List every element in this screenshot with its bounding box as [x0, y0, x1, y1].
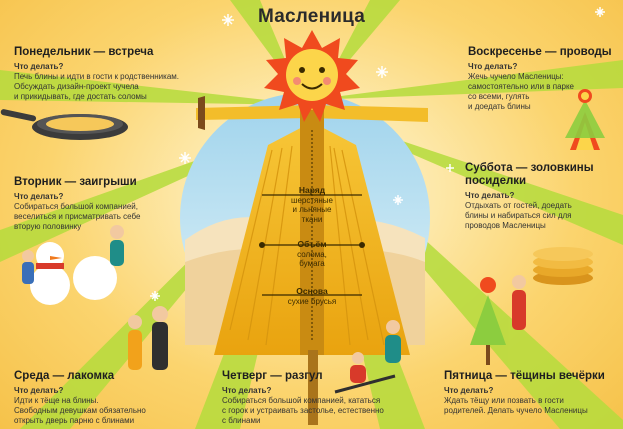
snowball-icon — [73, 256, 117, 300]
base-text: сухие брусья — [287, 296, 337, 306]
saturday-question: Что делать? — [465, 191, 515, 200]
friday-heading: Пятница — тёщины вечёрки — [444, 370, 605, 382]
monday-text: Печь блины и идти в гости к родственника… — [14, 72, 179, 101]
saturday-heading: Суббота — золовкины посиделки — [465, 162, 594, 187]
monday-question: Что делать? — [14, 62, 64, 71]
sunday-heading: Воскресенье — проводы — [468, 46, 612, 58]
sunday-text: Жечь чучело Масленицы: самостоятельно ил… — [468, 72, 575, 111]
wednesday-heading: Среда — лакомка — [14, 370, 115, 382]
friday-question: Что делать? — [444, 386, 494, 395]
sunday-block: Воскресенье — проводы Что делать? Жечь ч… — [468, 46, 618, 112]
snowman-icon — [30, 242, 70, 305]
person-tuesday-icon — [22, 225, 124, 284]
wednesday-block: Среда — лакомка Что делать? Идти к тёще … — [14, 370, 189, 426]
small-effigy-icon — [470, 275, 526, 365]
volume-text: солома, бумага — [297, 249, 327, 269]
couple-icon — [128, 306, 168, 370]
base-title: Основа — [296, 286, 328, 296]
outfit-text: шерстяные и льняные ткани — [291, 195, 333, 224]
thursday-question: Что делать? — [222, 386, 272, 395]
sled-icon — [334, 320, 401, 394]
friday-block: Пятница — тёщины вечёрки Что делать? Жда… — [444, 370, 620, 416]
page-title: Масленица — [257, 6, 365, 27]
wednesday-question: Что делать? — [14, 386, 64, 395]
saturday-block: Суббота — золовкины посиделки Что делать… — [465, 162, 615, 231]
pancake-stack-icon — [533, 247, 593, 285]
snowflake-icons — [150, 7, 605, 301]
sunday-question: Что делать? — [468, 62, 518, 71]
tuesday-question: Что делать? — [14, 192, 64, 201]
friday-text: Ждать тёщу или позвать в гости родителей… — [444, 396, 588, 415]
volume-title: Объём — [297, 239, 327, 249]
monday-block: Понедельник — встреча Что делать? Печь б… — [14, 46, 214, 102]
effigy — [196, 96, 428, 425]
sun-head-icon — [264, 30, 360, 122]
tuesday-text: Собираться большой компанией, веселиться… — [14, 202, 141, 231]
effigy-outfit-label: Наряд шерстяные и льняные ткани — [272, 185, 352, 224]
thursday-block: Четверг — разгул Что делать? Собираться … — [222, 370, 422, 426]
burning-effigy-icon — [565, 89, 605, 150]
effigy-volume-label: Объём солома, бумага — [272, 239, 352, 269]
effigy-base-label: Основа сухие брусья — [272, 286, 352, 306]
outfit-title: Наряд — [298, 185, 326, 195]
wednesday-text: Идти к тёще на блины. Свободным девушкам… — [14, 396, 146, 425]
thursday-heading: Четверг — разгул — [222, 370, 323, 382]
monday-heading: Понедельник — встреча — [14, 46, 154, 58]
tuesday-block: Вторник — заигрыши Что делать? Собиратьс… — [14, 176, 199, 232]
thursday-text: Собираться большой компанией, кататься с… — [222, 396, 384, 425]
tuesday-heading: Вторник — заигрыши — [14, 176, 137, 188]
frying-pan-icon — [0, 109, 128, 140]
saturday-text: Отдыхать от гостей, доедать блины и наби… — [465, 201, 572, 230]
